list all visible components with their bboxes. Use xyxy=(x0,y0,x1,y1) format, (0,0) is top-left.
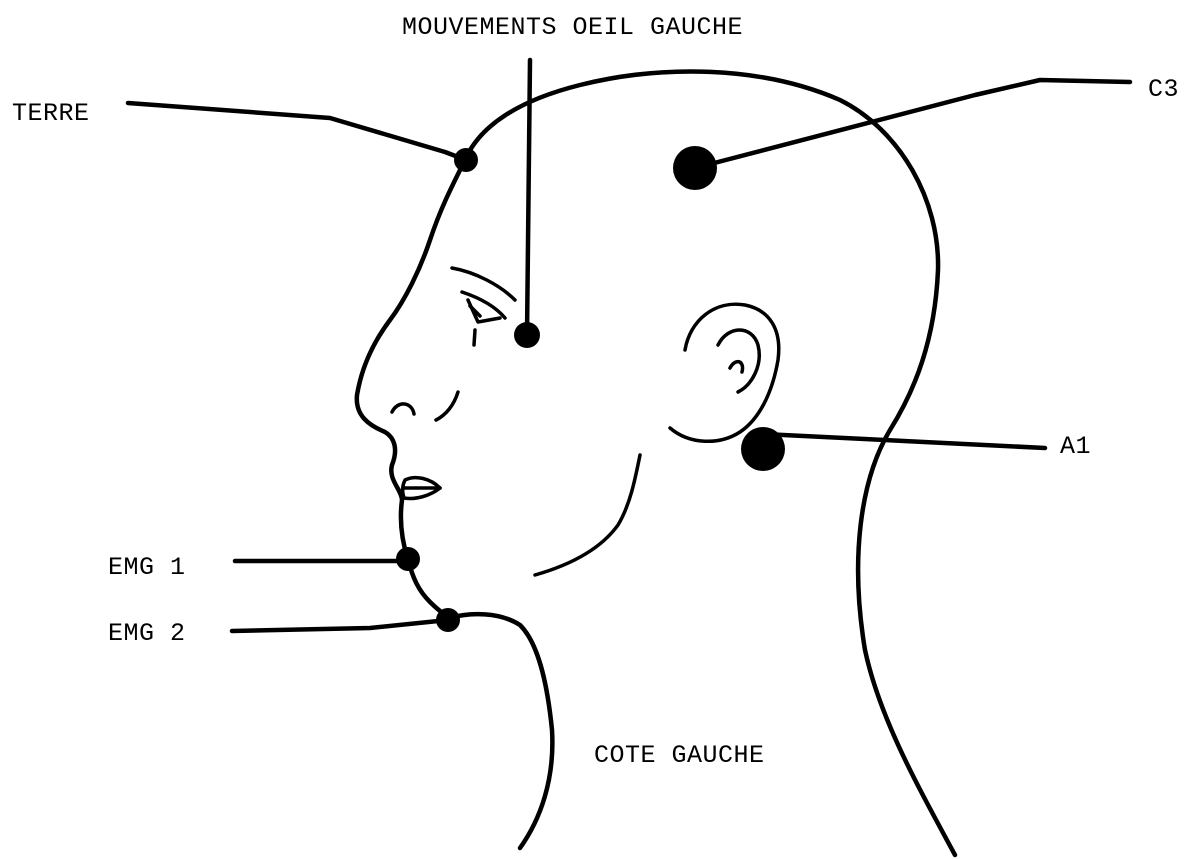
label-c3: C3 xyxy=(1148,77,1179,102)
lead-emg2 xyxy=(232,620,448,631)
jaw-line xyxy=(535,455,640,575)
lead-a1 xyxy=(763,434,1045,448)
electrode-eye-movement xyxy=(514,322,540,348)
eyebrow xyxy=(452,268,515,300)
lead-terre xyxy=(128,103,466,160)
label-terre: TERRE xyxy=(12,101,90,126)
ear-outer xyxy=(670,304,779,441)
ear-fold xyxy=(730,362,743,372)
label-emg1: EMG 1 xyxy=(108,555,186,580)
label-emg2: EMG 2 xyxy=(108,621,186,646)
electrode-c3 xyxy=(673,146,717,190)
electrode-emg1 xyxy=(396,547,420,571)
cheek-line xyxy=(436,392,458,420)
nostril xyxy=(392,404,414,414)
label-cote-gauche: COTE GAUCHE xyxy=(594,743,765,768)
throat-outline xyxy=(450,614,552,848)
label-a1: A1 xyxy=(1060,434,1091,459)
head-outline xyxy=(357,71,955,855)
lead-c3 xyxy=(695,80,1130,168)
eye-tear xyxy=(474,330,475,345)
electrode-a1 xyxy=(741,427,785,471)
label-mouvements-oeil-gauche: MOUVEMENTS OEIL GAUCHE xyxy=(402,15,743,40)
electrode-terre xyxy=(454,148,478,172)
electrode-emg2 xyxy=(436,608,460,632)
lead-mouvements-oeil xyxy=(527,60,530,335)
